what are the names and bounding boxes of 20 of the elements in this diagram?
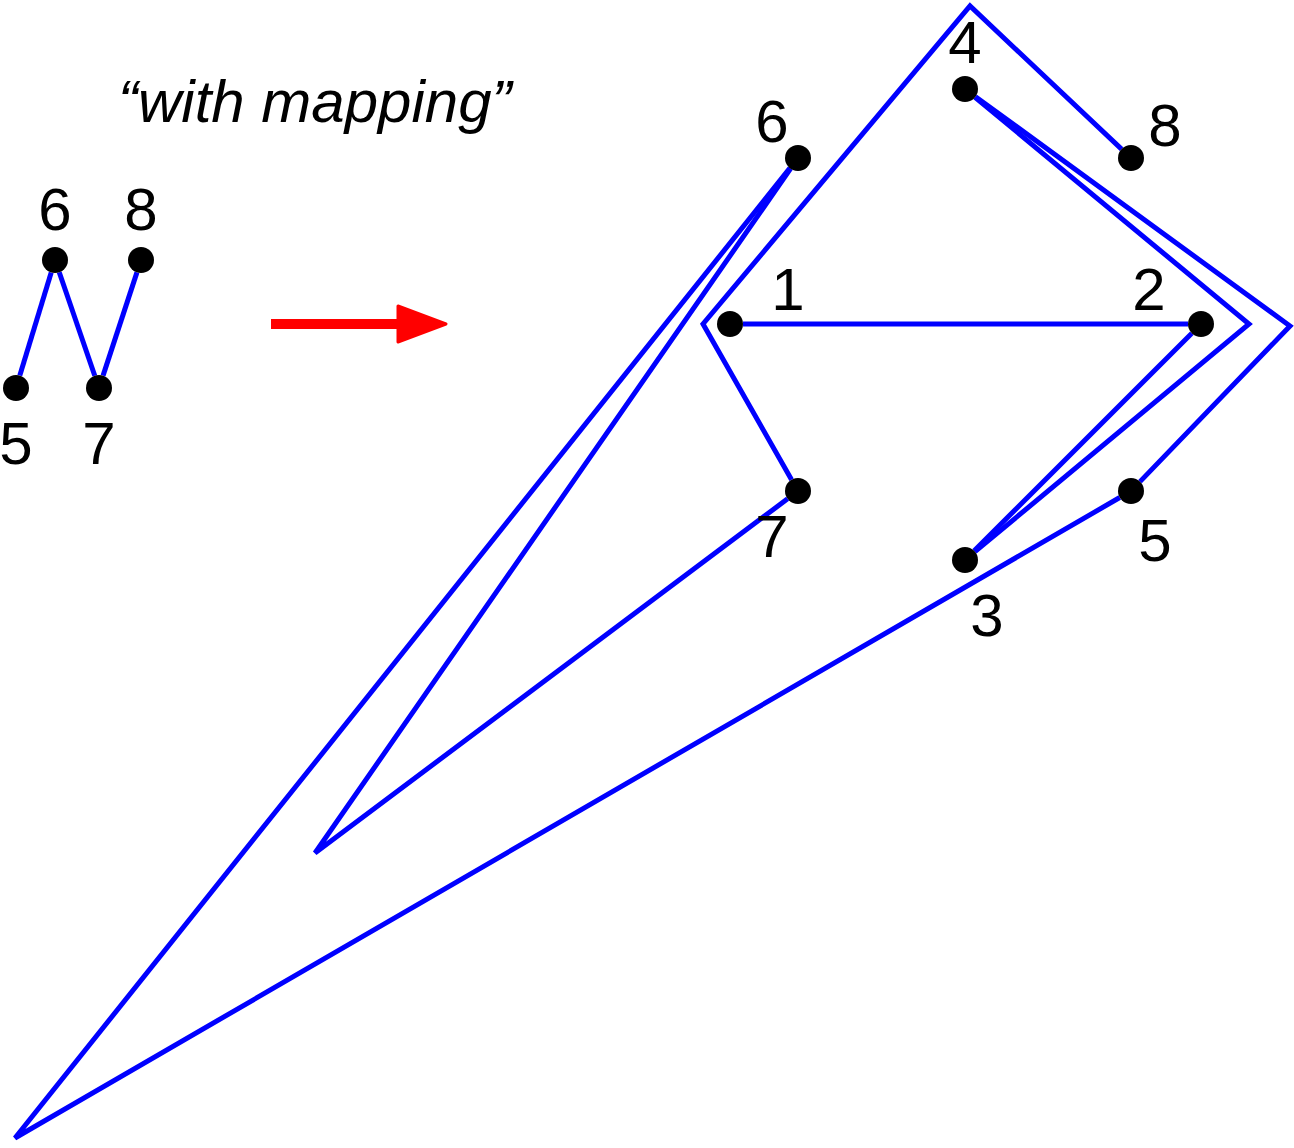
connector-line [974, 94, 1294, 484]
connector-line [100, 271, 140, 377]
node-number: 8 [1148, 96, 1182, 156]
connector-line [56, 271, 98, 377]
node-number: 8 [124, 180, 158, 240]
connector-line [17, 271, 54, 377]
node-number: 1 [771, 260, 805, 320]
node-number: 6 [755, 92, 789, 152]
node-number: 5 [1138, 511, 1172, 571]
node-number: 3 [970, 586, 1004, 646]
node-number: 5 [0, 414, 33, 474]
connector-line [699, 2, 1124, 481]
node-number: 6 [38, 180, 72, 240]
connector-line [12, 166, 1121, 1141]
node-number: 7 [82, 414, 116, 474]
caption-text: “with mapping” [118, 72, 512, 132]
connector-line [312, 167, 793, 856]
node-number: 4 [948, 13, 982, 73]
node-number: 7 [755, 507, 789, 567]
node-number: 2 [1132, 260, 1166, 320]
